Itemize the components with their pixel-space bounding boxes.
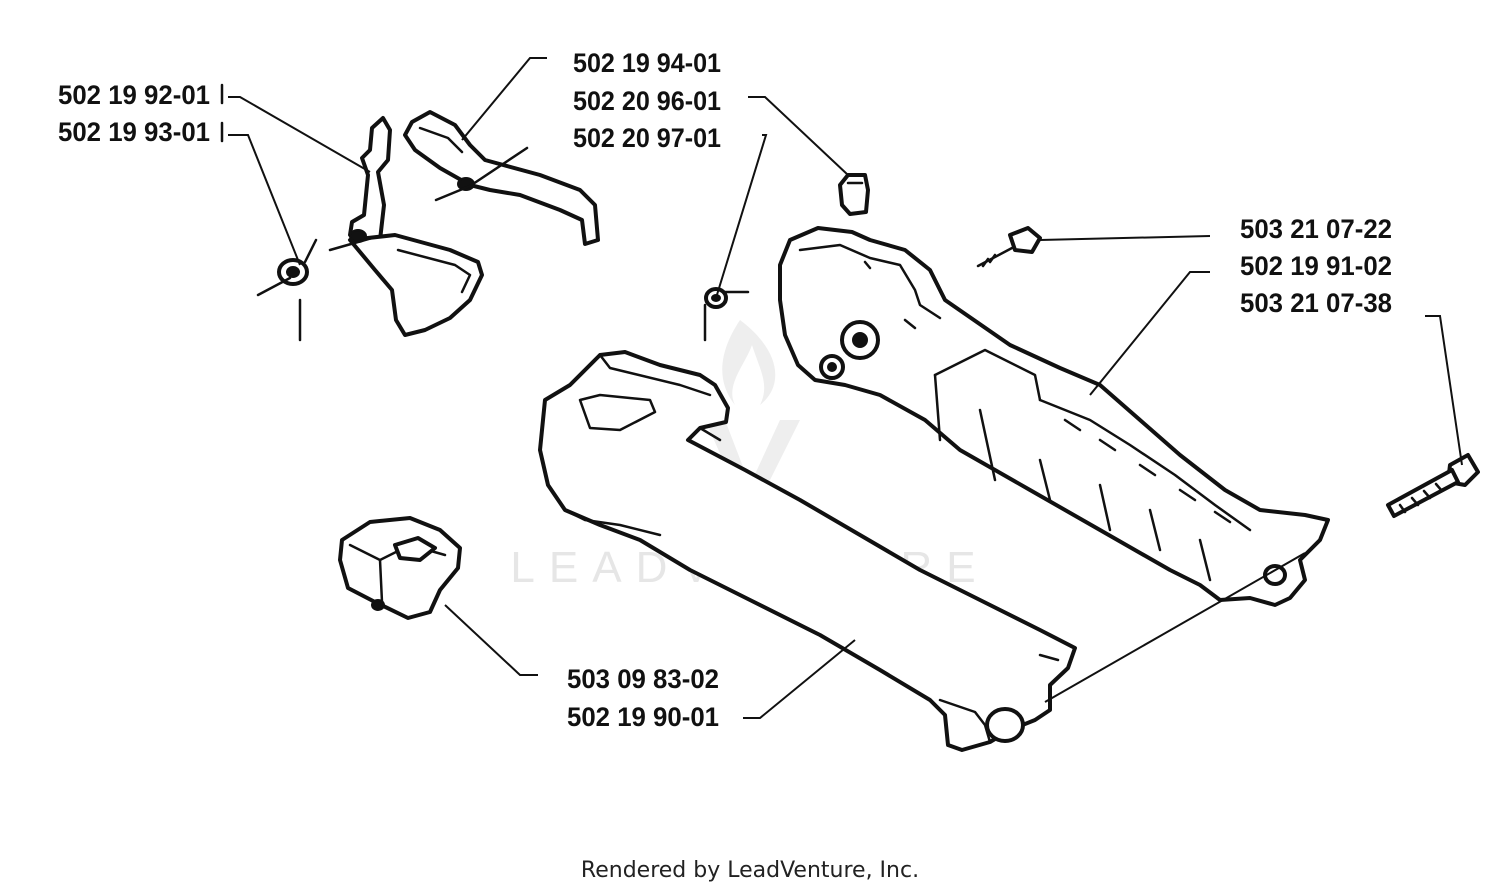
part-label-503-21-07-22: 503 21 07-22 (1240, 214, 1392, 244)
part-label-502-20-96-01: 502 20 96-01 (573, 86, 721, 116)
clip-part (838, 173, 870, 216)
handle-cover-part (778, 226, 1330, 607)
part-label-502-19-94-01: 502 19 94-01 (573, 48, 721, 78)
switch-part (338, 516, 462, 620)
part-label-502-19-92-01: 502 19 92-01 (58, 80, 210, 110)
footer-credit: Rendered by LeadVenture, Inc. (580, 858, 920, 883)
part-label-503-09-83-02: 503 09 83-02 (567, 664, 719, 694)
part-label-502-19-91-02: 502 19 91-02 (1240, 251, 1392, 281)
leader-lines (220, 57, 1463, 719)
trigger-assembly-part (328, 116, 484, 337)
throttle-lever-part (403, 110, 600, 246)
part-label-502-20-97-01: 502 20 97-01 (573, 123, 721, 153)
screw-small-part (976, 226, 1042, 268)
part-label-503-21-07-38: 503 21 07-38 (1240, 288, 1392, 318)
part-label-502-19-90-01: 502 19 90-01 (567, 702, 719, 732)
part-label-502-19-93-01: 502 19 93-01 (58, 117, 210, 147)
spring-part (256, 238, 318, 342)
screw-long-part (1386, 453, 1480, 518)
handle-part (538, 350, 1077, 752)
